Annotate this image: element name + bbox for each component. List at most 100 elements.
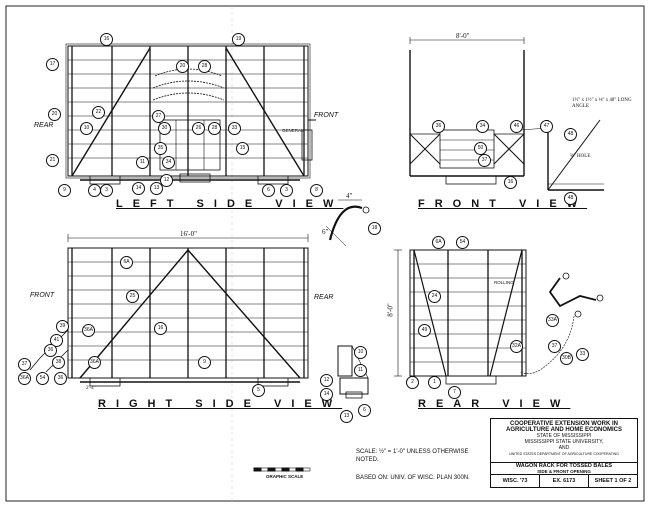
callout-25: 25 <box>126 290 139 303</box>
callout-3b: 3 <box>280 184 293 197</box>
hook-detail <box>325 199 370 247</box>
scale-note: SCALE: ½" = 1'-0" UNLESS OTHERWISE NOTED… <box>356 449 469 463</box>
callout-54-rear: 54 <box>456 236 469 249</box>
callout-22: 22 <box>92 106 105 119</box>
right-side-sub-dimension: 2'-4" <box>86 386 96 391</box>
callout-6a: 6A <box>120 256 133 269</box>
title-block-row: WISC. '73 EX. 6173 SHEET 1 OF 2 <box>491 474 637 487</box>
callout-37c: 37 <box>548 340 561 353</box>
callout-32a: 32A <box>510 340 523 353</box>
callout-12: 12 <box>160 174 173 187</box>
callout-36a: 36A <box>82 324 95 337</box>
callout-14d: 14 <box>320 388 333 401</box>
rear-rolling-label: ROLLING <box>494 280 514 285</box>
callout-1: 1 <box>428 376 441 389</box>
wagon-title-box: WAGON RACK FOR TOSSED BALES SIDE & FRONT… <box>491 462 637 475</box>
callout-16r: 16 <box>154 322 167 335</box>
front-label-right-view: FRONT <box>30 292 55 299</box>
right-side-length-dimension: 16'-0" <box>180 230 197 238</box>
callout-48: 48 <box>564 128 577 141</box>
callout-38: 38 <box>52 356 65 369</box>
callout-13d: 13 <box>340 410 353 423</box>
front-view-title: FRONT VIEW <box>418 198 588 210</box>
callout-35: 35 <box>154 142 167 155</box>
sheet-cell: SHEET 1 OF 2 <box>594 478 632 484</box>
title-line-3: STATE OF MISSISSIPPI <box>536 433 592 439</box>
hook-6in-dimension: 6" <box>322 228 329 236</box>
callout-11: 11 <box>136 156 149 169</box>
callout-6: 6 <box>262 184 275 197</box>
graphic-scale-label: GRAPHIC SCALE <box>266 474 304 479</box>
title-line-1: COOPERATIVE EXTENSION WORK IN <box>510 421 618 427</box>
callout-47: 47 <box>540 120 553 133</box>
wagon-subtitle: SIDE & FRONT OPENING <box>537 469 591 474</box>
callout-36ab: 36A <box>88 356 101 369</box>
callout-34: 34 <box>162 156 175 169</box>
callout-17: 17 <box>46 58 59 71</box>
callout-20b: 20 <box>48 108 61 121</box>
wisc-cell: WISC. '73 <box>491 475 540 487</box>
rear-view-drawing <box>394 249 527 385</box>
callout-7: 7 <box>448 386 461 399</box>
callout-12d: 12 <box>320 374 333 387</box>
callout-54: 54 <box>36 372 49 385</box>
angle-spec-note: 1½" x 1½" x ⅛" x 48" LONG ANGLE <box>572 98 632 109</box>
title-block: COOPERATIVE EXTENSION WORK IN AGRICULTUR… <box>490 418 638 488</box>
callout-10d: 10 <box>354 346 367 359</box>
sheet-border <box>5 5 645 502</box>
callout-10: 10 <box>80 122 93 135</box>
callout-30b: 30B <box>560 352 573 365</box>
callout-16: 16 <box>100 33 113 46</box>
rear-label-right-view: REAR <box>314 294 334 301</box>
callout-39: 39 <box>56 320 69 333</box>
callout-19: 19 <box>232 33 245 46</box>
callout-28b: 28 <box>208 122 221 135</box>
callout-36r: 36 <box>44 344 57 357</box>
callout-49: 49 <box>418 324 431 337</box>
callout-27: 27 <box>152 110 165 123</box>
front-label-left-view: FRONT <box>314 112 339 119</box>
callout-18: 18 <box>368 222 381 235</box>
callout-15: 15 <box>236 142 249 155</box>
callout-46: 46 <box>510 120 523 133</box>
callout-9r: 9 <box>198 356 211 369</box>
callout-36rb: 36 <box>54 372 67 385</box>
callout-41: 41 <box>50 334 63 347</box>
callout-30: 30 <box>158 122 171 135</box>
rear-label-left-view: REAR <box>34 122 54 129</box>
callout-8: 8 <box>310 184 323 197</box>
callout-28: 28 <box>198 60 211 73</box>
callout-6a-rear: 6A <box>432 236 445 249</box>
left-side-view-drawing <box>65 43 316 185</box>
title-line-6: UNITED STATES DEPARTMENT OF AGRICULTURE … <box>509 452 619 456</box>
title-line-5: AND <box>558 445 570 451</box>
right-side-view-drawing <box>29 234 309 387</box>
right-side-view-title: RIGHT SIDE VIEW <box>98 398 343 410</box>
hook-4in-dimension: 4" <box>346 192 353 200</box>
chain-detail <box>519 272 604 374</box>
rear-height-dimension: 8'-0" <box>386 303 395 317</box>
title-line-2: AGRICULTURE AND HOME ECONOMICS <box>506 427 622 433</box>
callout-37: 37 <box>478 154 491 167</box>
callout-33: 33 <box>228 122 241 135</box>
ex-cell: EX. 6173 <box>540 475 589 487</box>
callout-33c: 33 <box>576 348 589 361</box>
left-side-view-title: LEFT SIDE VIEW <box>116 198 344 210</box>
callout-21: 21 <box>46 154 59 167</box>
hole-note: ⅜" HOLE <box>570 154 591 159</box>
callout-34f: 34 <box>476 120 489 133</box>
front-width-dimension: 8'-0" <box>456 32 470 40</box>
callout-6d: 6 <box>358 404 371 417</box>
callout-33a: 33A <box>546 314 559 327</box>
callout-36: 36 <box>432 120 445 133</box>
callout-16f: 16 <box>504 176 517 189</box>
callout-5: 5 <box>252 384 265 397</box>
callout-26: 26 <box>192 122 205 135</box>
left-side-general-label: GENERAL <box>282 128 304 133</box>
callout-14: 14 <box>132 182 145 195</box>
wagon-title: WAGON RACK FOR TOSSED BALES <box>515 463 613 469</box>
callout-36ac: 36A <box>18 372 31 385</box>
callout-3: 3 <box>100 184 113 197</box>
callout-11d: 11 <box>354 364 367 377</box>
